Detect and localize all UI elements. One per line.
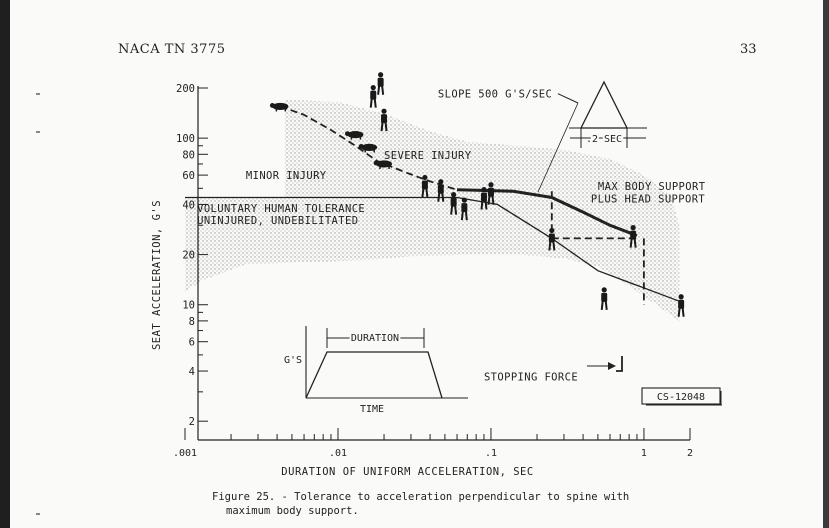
human-figure-marker	[487, 182, 495, 205]
y-tick-label: 20	[182, 250, 195, 262]
report-header: NACA TN 3775	[118, 42, 226, 57]
y-tick-label: 80	[182, 149, 195, 161]
y-tick-label: 100	[176, 133, 195, 145]
stamp-text: CS-12048	[657, 392, 705, 403]
figure-caption: Figure 25. - Tolerance to acceleration p…	[212, 490, 732, 518]
annotation-label: MAX BODY SUPPORT	[598, 181, 706, 193]
triangle-pulse-inset: .2 SEC	[569, 80, 647, 148]
annotation-label: SEVERE INJURY	[384, 150, 472, 162]
slope-pointer-line	[537, 102, 579, 193]
human-figure-marker	[460, 197, 468, 221]
y-tick-label: 10	[182, 300, 195, 312]
x-axis-label: DURATION OF UNIFORM ACCELERATION, SEC	[281, 466, 533, 478]
y-tick-label: 8	[189, 316, 195, 328]
annotation-label: UNINJURED, UNDEBILITATED	[197, 215, 358, 227]
annotation-label: SLOPE 500 G'S/SEC	[438, 89, 552, 101]
animal-marker	[269, 102, 289, 112]
human-figure-marker	[677, 294, 685, 317]
triangle-duration-label: .2 SEC	[586, 134, 622, 145]
y-tick-label: 40	[182, 199, 195, 211]
x-tick-label: 1	[641, 448, 647, 459]
human-figure-marker	[600, 287, 608, 310]
slope-leader-line	[557, 93, 579, 104]
y-tick-label: 200	[176, 83, 195, 95]
viewer-right-edge	[823, 0, 829, 528]
x-tick-label: .001	[173, 448, 197, 459]
seat-occupant-icon	[616, 356, 623, 372]
human-figure-marker	[437, 179, 445, 202]
caption-line-2: maximum body support.	[226, 505, 359, 517]
x-tick-label: .01	[329, 448, 347, 459]
stopping-force-arrow	[587, 356, 623, 372]
series-line-3	[456, 188, 638, 238]
y-tick-label: 60	[182, 170, 195, 182]
human-figure-marker	[480, 186, 488, 210]
series-line-1	[185, 196, 680, 302]
animal-marker	[358, 143, 378, 153]
x-tick-label: .1	[485, 448, 497, 459]
animal-marker	[345, 131, 364, 140]
y-tick-label: 2	[189, 416, 195, 428]
tolerance-region-shading	[185, 99, 680, 321]
margin-mark	[36, 131, 40, 133]
y-tick-label: 6	[189, 337, 195, 349]
annotation-label: VOLUNTARY HUMAN TOLERANCE	[197, 203, 365, 215]
human-figure-marker	[377, 72, 385, 95]
viewer-left-edge	[0, 0, 10, 528]
annotation-label: STOPPING FORCE	[484, 372, 578, 384]
inset-x-label: TIME	[360, 404, 384, 415]
human-figure-marker	[421, 174, 429, 198]
document-stamp: CS-12048	[641, 387, 722, 406]
margin-mark	[36, 513, 40, 515]
duration-pulse-inset: DURATION G'S TIME	[284, 326, 468, 415]
human-figure-marker	[369, 85, 377, 108]
caption-line-1: Figure 25. - Tolerance to acceleration p…	[212, 491, 630, 503]
y-axis-label: SEAT ACCELERATION, G'S	[151, 200, 163, 350]
human-figure-marker	[450, 192, 458, 215]
annotation-label: MINOR INJURY	[246, 170, 327, 182]
duration-label: DURATION	[351, 333, 399, 344]
x-tick-label: 2	[687, 448, 693, 459]
human-figure-marker	[629, 225, 637, 248]
human-figure-marker	[548, 227, 556, 251]
human-figure-marker	[380, 108, 388, 132]
y-tick-label: 4	[189, 366, 195, 378]
page-number: 33	[740, 42, 757, 57]
animal-marker	[373, 160, 393, 169]
margin-mark	[36, 93, 40, 95]
inset-y-label: G'S	[284, 355, 302, 366]
annotation-label: PLUS HEAD SUPPORT	[591, 194, 706, 206]
